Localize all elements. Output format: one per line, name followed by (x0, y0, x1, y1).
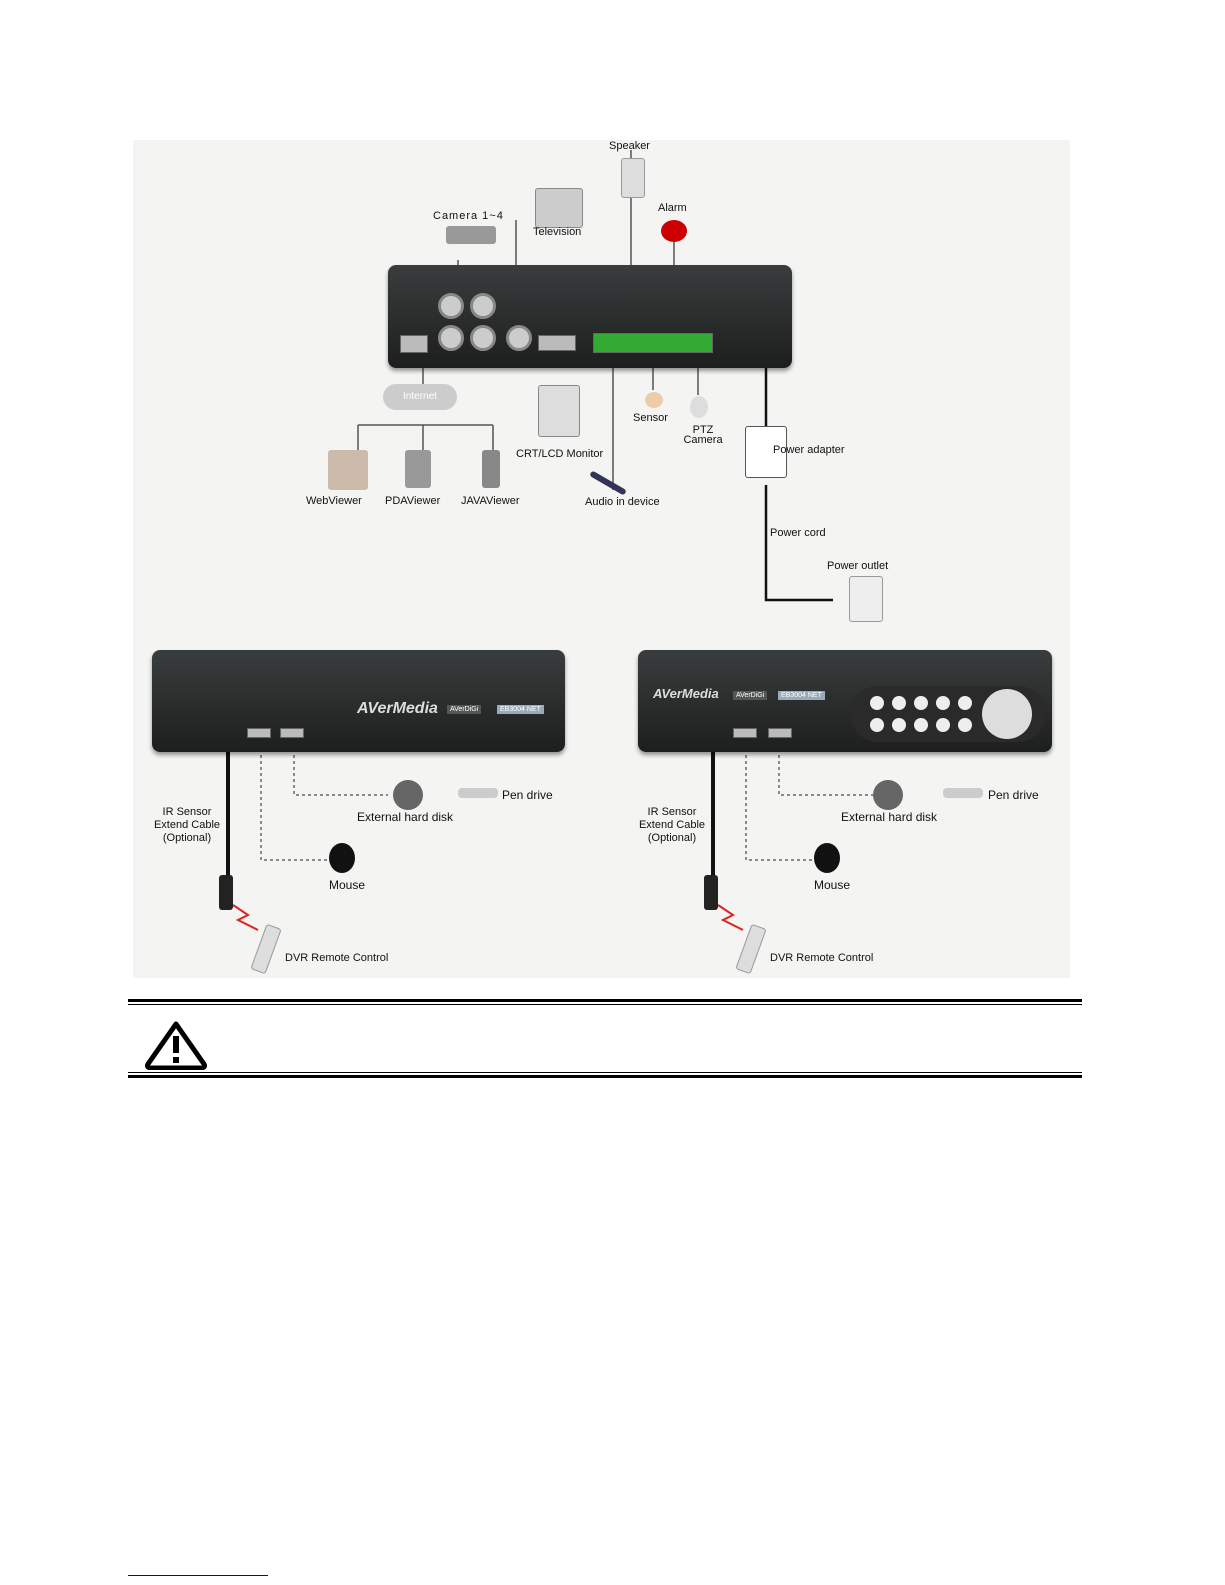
brand-logo: AVerMedia (653, 686, 719, 701)
brand-logo: AVerMedia (357, 700, 438, 717)
sensor-image (645, 392, 663, 408)
ir-sensor-image (704, 875, 718, 910)
power-adapter-image (745, 426, 787, 478)
hard-disk-image (393, 780, 423, 810)
model-label: EB3004 NET (497, 705, 544, 714)
power-outlet-label: Power outlet (827, 560, 889, 572)
ir-sensor-image (219, 875, 233, 910)
power-adapter-label: Power adapter (773, 444, 845, 456)
monitor-image (538, 385, 580, 437)
dvr-connection-diagram: Speaker Alarm Television Camera 1~4 Inte… (133, 140, 1070, 978)
camera-image (446, 226, 496, 244)
javaviewer-label: JAVAViewer (461, 495, 520, 507)
pen-drive-label: Pen drive (502, 788, 553, 802)
ptz-camera-image (690, 396, 708, 418)
warning-triangle-icon (145, 1021, 207, 1070)
mouse-label: Mouse (814, 878, 851, 892)
pen-drive-image (943, 788, 983, 798)
sensor-label: Sensor (633, 412, 668, 424)
pen-drive-label: Pen drive (988, 788, 1039, 802)
phone-image (482, 450, 500, 488)
speaker-image (621, 158, 645, 198)
camera-label: Camera 1~4 (433, 210, 504, 222)
footnote-link-line (128, 1575, 268, 1576)
connection-lines (226, 150, 873, 931)
power-cord-label: Power cord (770, 527, 826, 539)
ptz-label: PTZ Camera (683, 424, 723, 446)
dvr-back-panel (388, 265, 792, 368)
pda-image (405, 450, 431, 488)
television-image (535, 188, 583, 228)
series-label: AVerDiGi (447, 705, 482, 714)
warning-top-rule (128, 999, 1082, 1002)
internet-cloud: Internet (383, 384, 457, 410)
alarm-image (661, 220, 687, 242)
warning-top-rule-thin (128, 1004, 1082, 1005)
monitor-label: CRT/LCD Monitor (516, 448, 604, 460)
remote-label: DVR Remote Control (285, 952, 389, 964)
remote-label: DVR Remote Control (770, 952, 874, 964)
hdd-label: External hard disk (357, 810, 454, 824)
pdaviewer-label: PDAViewer (385, 495, 441, 507)
audio-in-label: Audio in device (585, 496, 660, 508)
laptop-image (328, 450, 368, 490)
pen-drive-image (458, 788, 498, 798)
dvr-front-right: AVerMedia AVerDiGi EB3004 NET (638, 650, 1052, 752)
warning-bottom-rule-thin (128, 1072, 1082, 1073)
television-label: Television (533, 226, 582, 238)
mouse-label: Mouse (329, 878, 366, 892)
series-label: AVerDiGi (733, 691, 768, 700)
warning-bottom-rule (128, 1075, 1082, 1078)
hard-disk-image (873, 780, 903, 810)
hdd-label: External hard disk (841, 810, 938, 824)
control-panel (850, 686, 1046, 742)
mouse-image (329, 843, 355, 873)
mouse-image (814, 843, 840, 873)
speaker-label: Speaker (609, 140, 650, 152)
ir-cable-label: IR Sensor Extend Cable (Optional) (153, 806, 221, 844)
dvr-front-left: AVerMedia AVerDiGi EB3004 NET (152, 650, 565, 752)
alarm-label: Alarm (658, 202, 687, 214)
webviewer-label: WebViewer (306, 495, 362, 507)
power-outlet-image (849, 576, 883, 622)
ir-cable-label: IR Sensor Extend Cable (Optional) (638, 806, 706, 844)
model-label: EB3004 NET (778, 691, 825, 700)
